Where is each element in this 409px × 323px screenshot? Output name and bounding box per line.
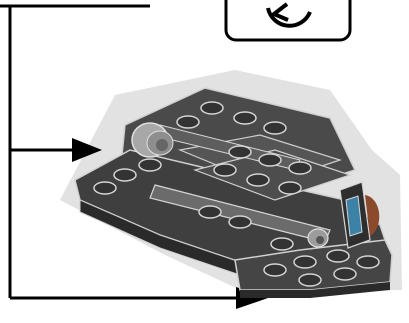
stud (264, 264, 286, 276)
stud (334, 268, 356, 280)
stud (234, 112, 256, 124)
stud (114, 169, 136, 181)
stud (327, 250, 349, 262)
stud (199, 206, 221, 218)
stud (357, 256, 379, 268)
stud (299, 274, 321, 286)
stud (259, 154, 281, 166)
stud (247, 174, 269, 186)
round-connector-small (308, 229, 328, 247)
stud (201, 102, 223, 114)
stud (271, 238, 293, 250)
rotate-callout (226, 0, 350, 40)
stud (279, 182, 301, 194)
stud (229, 146, 251, 158)
stud (264, 122, 286, 134)
stud (229, 216, 251, 228)
stud (289, 162, 311, 174)
stud (94, 182, 116, 194)
stud (177, 116, 199, 128)
stud (139, 159, 161, 171)
stud (214, 164, 236, 176)
stud (294, 256, 316, 268)
